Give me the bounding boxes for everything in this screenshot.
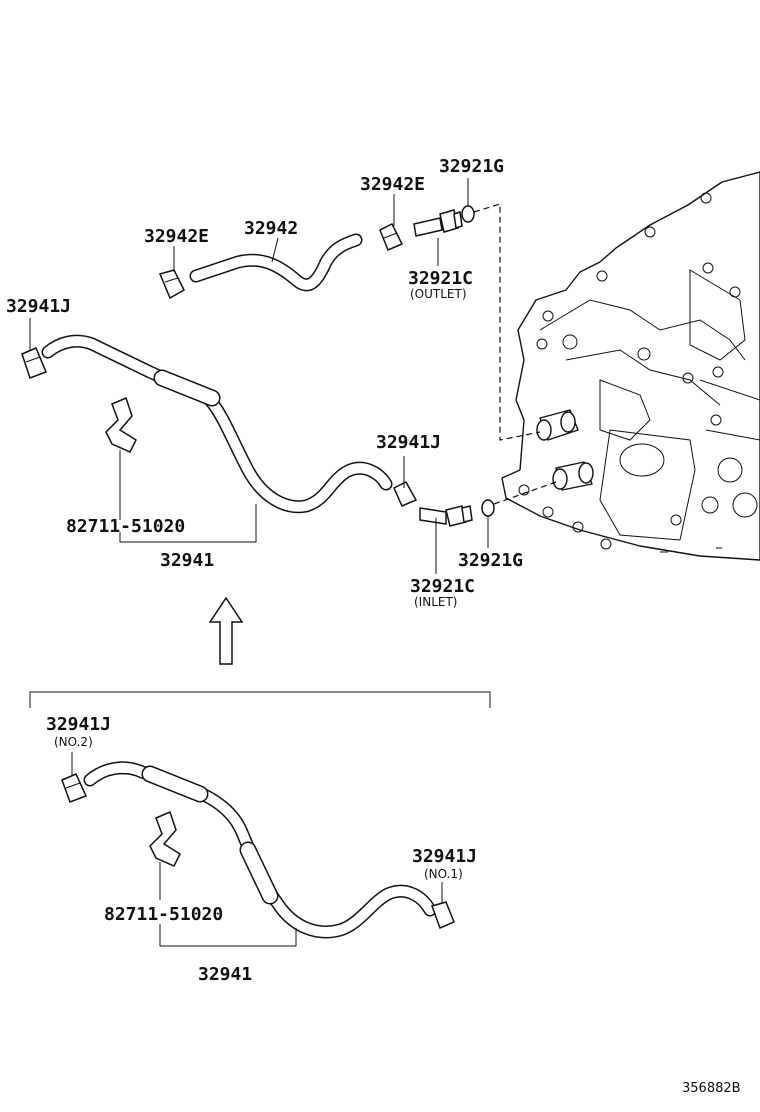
illustration-number: 356882B — [682, 1081, 741, 1096]
date-range-bracket — [29, 691, 491, 708]
callout-82711-51020-lower: 82711-51020 — [104, 904, 223, 925]
callout-32941J-left: 32941J — [6, 296, 71, 317]
callout-32921G-top: 32921G — [439, 156, 504, 177]
outlet-routing-line — [473, 203, 541, 441]
hose-32942 — [189, 233, 363, 292]
callout-32941-upper: 32941 — [160, 550, 214, 571]
callout-32941J-mid: 32941J — [376, 432, 441, 453]
hose-clamp-icon — [158, 269, 185, 300]
callout-32942E-left: 32942E — [144, 226, 209, 247]
callout-82711-51020-upper: 82711-51020 — [66, 516, 185, 537]
outlet-port-icon — [536, 409, 579, 441]
hose-clamp-icon — [431, 901, 455, 930]
up-arrow-icon — [208, 596, 244, 665]
hose-clip-icon — [149, 810, 181, 867]
hose-clamp-icon — [21, 347, 47, 379]
callout-32941J-no2: 32941J — [46, 714, 111, 735]
inlet-port-icon — [552, 461, 594, 491]
hose-32941-upper — [41, 334, 393, 514]
hose-clamp-icon — [393, 481, 418, 507]
hose-clamp-icon — [61, 773, 88, 803]
outlet-note: (OUTLET) — [410, 287, 467, 301]
union-fitting-icon — [419, 505, 473, 527]
transmission-housing-icon — [501, 171, 760, 561]
callout-32921C-inlet: 32921C — [410, 576, 475, 597]
callout-32941J-no1: 32941J — [412, 846, 477, 867]
hose-clamp-icon — [379, 222, 404, 251]
callout-32941-lower: 32941 — [198, 964, 252, 985]
hose-32941-lower — [83, 761, 437, 939]
o-ring-icon — [461, 205, 475, 223]
callout-32921C-outlet: 32921C — [408, 268, 473, 289]
callout-32942: 32942 — [244, 218, 298, 239]
inlet-note: (INLET) — [414, 595, 457, 609]
hose-clip-icon — [105, 396, 137, 453]
no1-note: (NO.1) — [424, 867, 463, 881]
o-ring-icon — [481, 499, 495, 517]
callout-32942E-right: 32942E — [360, 174, 425, 195]
inlet-routing-line — [493, 481, 557, 505]
callout-32921G-bottom: 32921G — [458, 550, 523, 571]
union-fitting-icon — [413, 209, 463, 237]
no2-note: (NO.2) — [54, 735, 93, 749]
